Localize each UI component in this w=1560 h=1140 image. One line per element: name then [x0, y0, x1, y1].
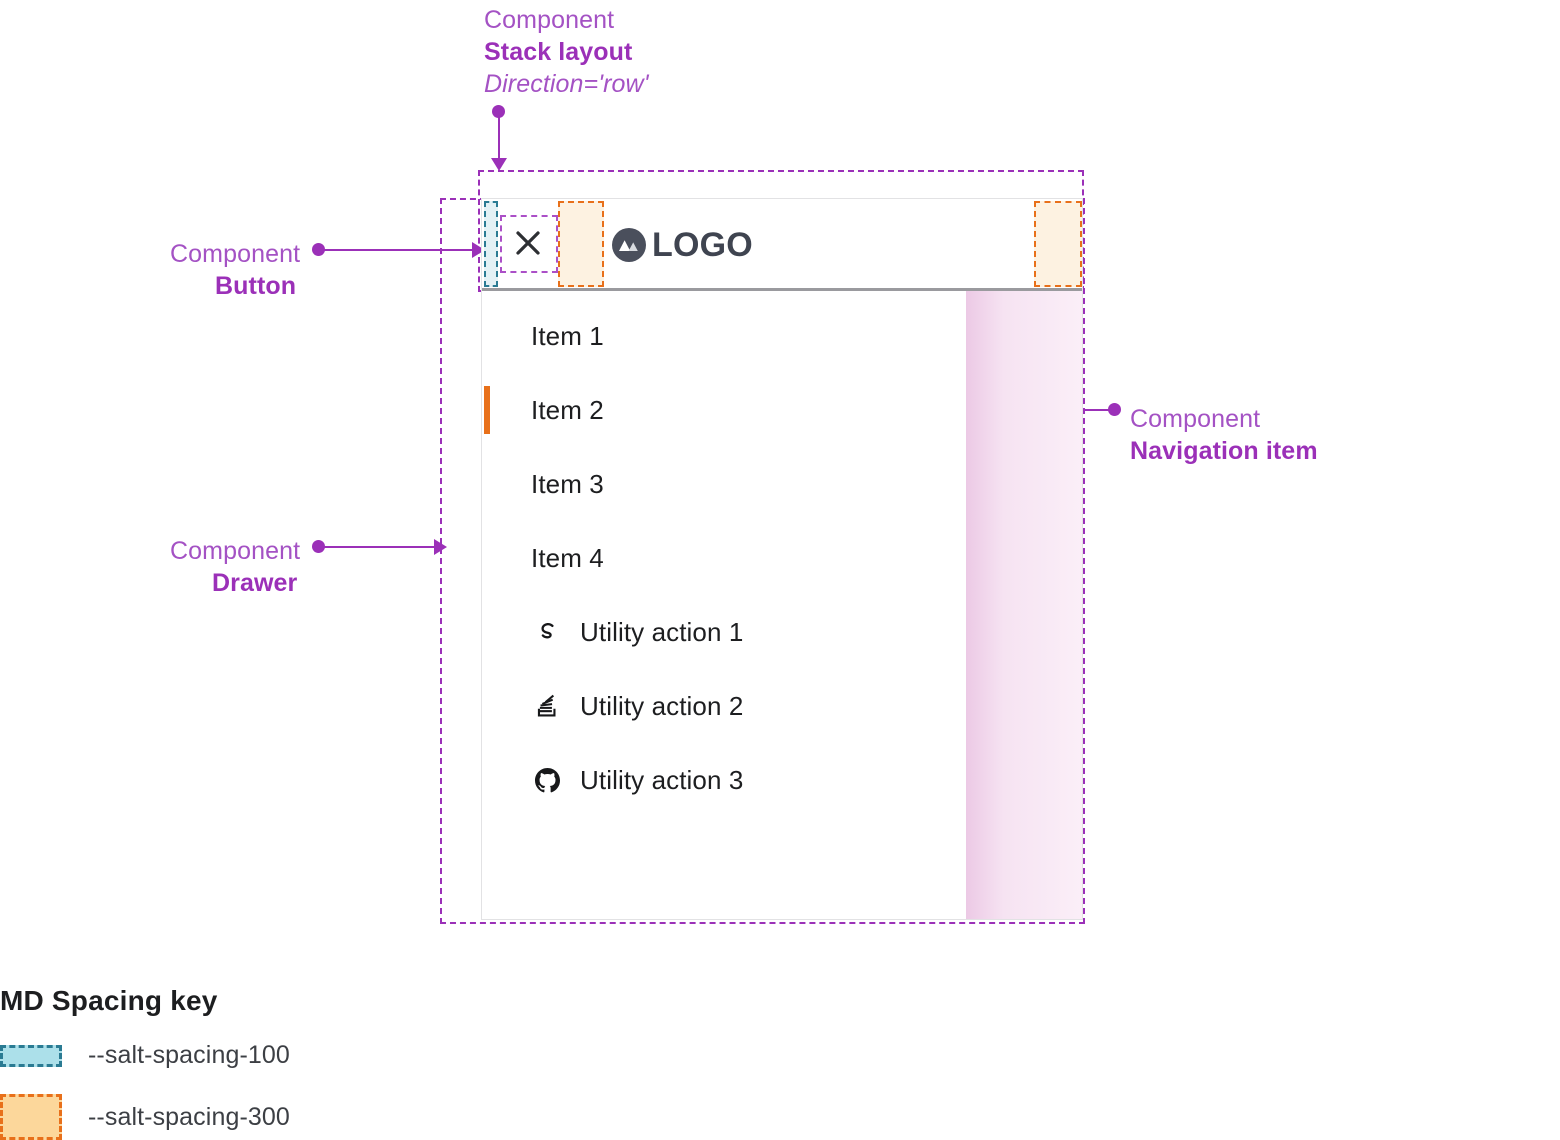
utility-action-3-label: Utility action 3	[580, 764, 744, 795]
spacing-100-key-label: --salt-spacing-100	[88, 1041, 290, 1069]
navigation-item-annotation-name: Navigation item	[1130, 437, 1318, 465]
button-connector-line	[320, 249, 475, 251]
nav-highlight-column	[966, 291, 1082, 919]
spacing-key-row-300: --salt-spacing-300	[0, 1094, 290, 1140]
utility-action-3[interactable]: Utility action 3	[482, 743, 966, 817]
mountain-logo-icon	[612, 228, 646, 262]
spacing-300-swatch-trailing	[1034, 201, 1082, 287]
stack-layout-connector-line	[498, 112, 500, 160]
drawer-body: Item 1 Item 2 Item 3 Item 4	[482, 291, 1082, 919]
nav-item-3-label: Item 3	[531, 468, 604, 499]
navigation-item-annotation-kind: Component	[1130, 405, 1261, 433]
utility-action-2[interactable]: Utility action 2	[482, 669, 966, 743]
github-icon	[534, 767, 560, 793]
button-connector-dot	[312, 243, 325, 256]
utility-action-1[interactable]: Utility action 1	[482, 595, 966, 669]
spacing-key: MD Spacing key --salt-spacing-100 --salt…	[0, 985, 290, 1140]
drawer-annotation-kind: Component	[170, 537, 301, 565]
stack-layout-annotation-name: Stack layout	[484, 38, 633, 66]
nav-item-3[interactable]: Item 3	[482, 447, 966, 521]
button-annotation-name: Button	[215, 272, 297, 300]
spacing-key-row-100: --salt-spacing-100	[0, 1041, 290, 1070]
nav-item-1-label: Item 1	[531, 320, 604, 351]
utility-action-2-label: Utility action 2	[580, 690, 744, 721]
utility-action-1-label: Utility action 1	[580, 616, 744, 647]
button-annotation-kind: Component	[170, 240, 301, 268]
spacing-100-swatch-leading	[484, 201, 498, 287]
nav-item-4[interactable]: Item 4	[482, 521, 966, 595]
drawer-annotation-name: Drawer	[212, 569, 298, 597]
stack-layout-connector-arrow	[491, 158, 507, 171]
spacing-300-swatch-after-button	[558, 201, 604, 287]
nav-item-2[interactable]: Item 2	[482, 373, 966, 447]
drawer-connector-dot	[312, 540, 325, 553]
stack-layout-connector-dot	[492, 105, 505, 118]
nav-item-1[interactable]: Item 1	[482, 299, 966, 373]
salt-logo-icon	[534, 619, 560, 645]
nav-item-4-label: Item 4	[531, 542, 604, 573]
logo-text: LOGO	[652, 225, 753, 264]
drawer-header-stack: LOGO	[482, 199, 1082, 291]
drawer: LOGO Item 1 Item 2 Item 3 Item 4	[481, 198, 1083, 920]
nav-item-2-label: Item 2	[531, 394, 604, 425]
close-icon	[513, 228, 543, 258]
close-button[interactable]	[498, 213, 558, 273]
nav-item-active-indicator	[484, 386, 490, 434]
drawer-connector-line	[320, 546, 437, 548]
spacing-300-key-label: --salt-spacing-300	[88, 1102, 290, 1131]
spacing-300-key-swatch	[0, 1094, 62, 1140]
logo-lockup: LOGO	[612, 199, 753, 291]
stack-layout-annotation-kind: Component	[484, 6, 615, 34]
spacing-100-key-swatch	[0, 1044, 62, 1067]
stack-overflow-icon	[534, 693, 560, 719]
navigation-item-connector-dot	[1108, 403, 1121, 416]
spacing-key-title: MD Spacing key	[0, 985, 218, 1016]
stack-layout-annotation-detail: Direction='row'	[484, 70, 649, 98]
drawer-connector-arrow	[434, 539, 447, 555]
